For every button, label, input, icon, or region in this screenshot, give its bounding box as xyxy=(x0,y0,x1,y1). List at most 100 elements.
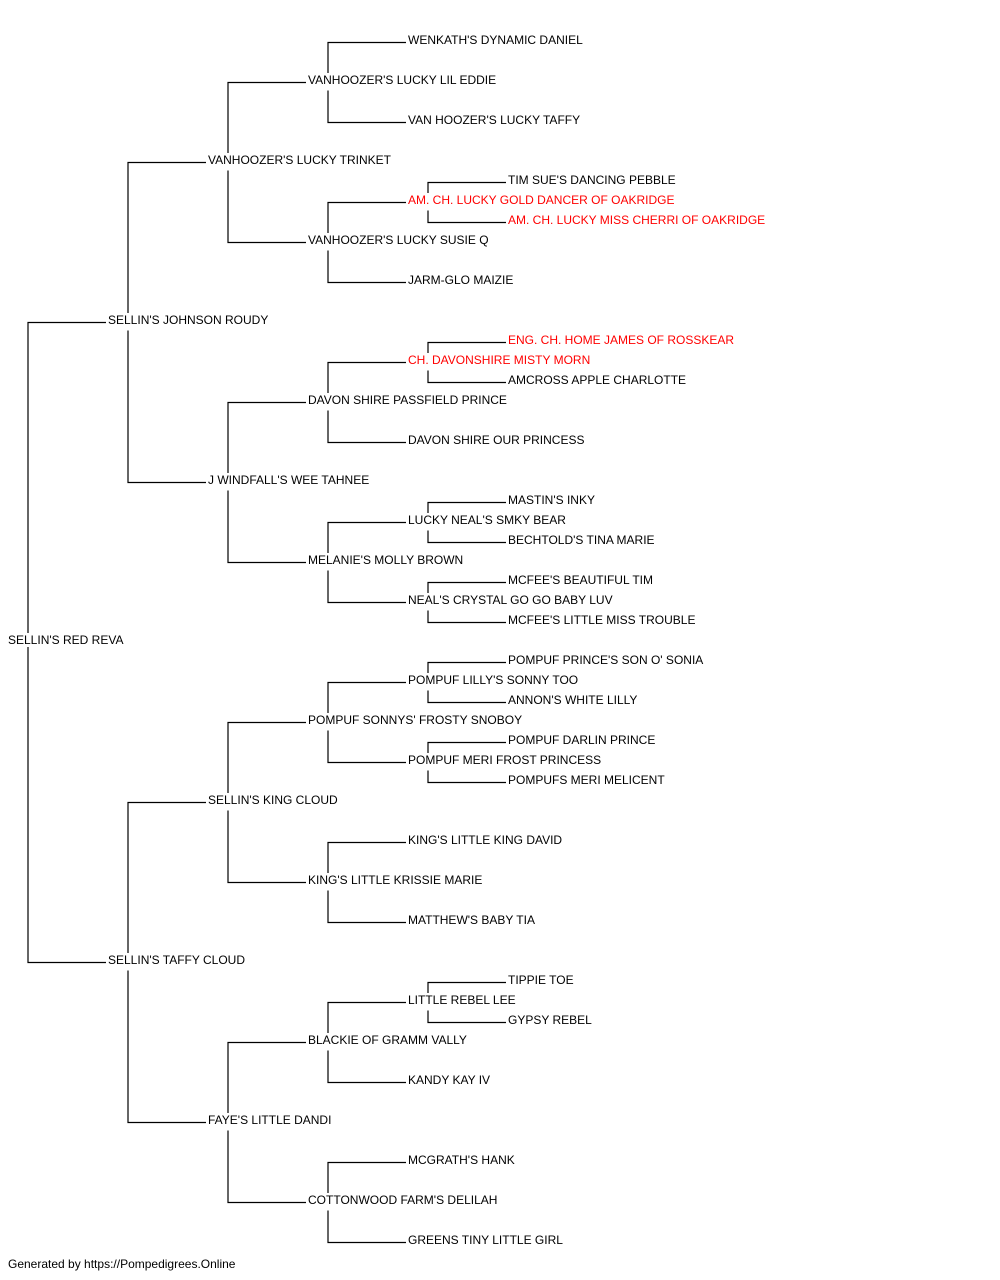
connector-line xyxy=(327,521,406,555)
champion-dog-name: AM. CH. LUCKY GOLD DANCER OF OAKRIDGE xyxy=(408,193,675,207)
dog-name: KANDY KAY IV xyxy=(408,1073,490,1087)
connector-line xyxy=(127,161,206,315)
dog-name: SELLIN'S KING CLOUD xyxy=(208,793,338,807)
label-backdrop xyxy=(406,433,587,447)
connector-line xyxy=(427,661,506,675)
label-backdrop xyxy=(406,33,586,47)
label-backdrop xyxy=(206,793,340,807)
label-backdrop xyxy=(306,873,485,887)
dog-name: VANHOOZER'S LUCKY SUSIE Q xyxy=(308,233,489,247)
label-backdrop xyxy=(206,473,372,487)
label-backdrop xyxy=(506,533,657,547)
dog-name: VANHOOZER'S LUCKY LIL EDDIE xyxy=(308,73,496,87)
dog-name: BLACKIE OF GRAMM VALLY xyxy=(308,1033,467,1047)
connector-line xyxy=(127,801,206,955)
connector-line xyxy=(427,610,506,624)
dog-name: GYPSY REBEL xyxy=(508,1013,592,1027)
connector-line xyxy=(27,321,106,643)
connector-line xyxy=(427,501,506,515)
connector-line xyxy=(427,581,506,595)
connector-line xyxy=(327,250,406,284)
dog-name: NEAL'S CRYSTAL GO GO BABY LUV xyxy=(408,593,613,607)
label-backdrop xyxy=(6,633,126,647)
connector-line xyxy=(427,770,506,784)
dog-name: AMCROSS APPLE CHARLOTTE xyxy=(508,373,686,387)
label-backdrop xyxy=(306,233,491,247)
label-backdrop xyxy=(306,393,509,407)
dog-name: MATTHEW'S BABY TIA xyxy=(408,913,535,927)
label-backdrop xyxy=(506,333,737,347)
connector-line xyxy=(227,810,306,884)
dog-name: MASTIN'S INKY xyxy=(508,493,595,507)
connector-line xyxy=(427,341,506,355)
dog-name: POMPUF LILLY'S SONNY TOO xyxy=(408,673,578,687)
connector-line xyxy=(427,1010,506,1024)
connector-line xyxy=(427,741,506,755)
dog-name: LITTLE REBEL LEE xyxy=(408,993,516,1007)
connector-line xyxy=(427,181,506,195)
label-backdrop xyxy=(406,353,593,367)
label-backdrop xyxy=(306,1033,469,1047)
connector-line xyxy=(327,681,406,715)
label-backdrop xyxy=(406,993,518,1007)
connector-line xyxy=(327,890,406,924)
dog-name: SELLIN'S JOHNSON ROUDY xyxy=(108,313,268,327)
label-backdrop xyxy=(306,553,466,567)
connector-line xyxy=(427,981,506,995)
connector-line xyxy=(227,490,306,564)
label-backdrop xyxy=(206,153,394,167)
champion-dog-name: AM. CH. LUCKY MISS CHERRI OF OAKRIDGE xyxy=(508,213,765,227)
label-backdrop xyxy=(506,173,678,187)
connector-line xyxy=(427,370,506,384)
label-backdrop xyxy=(506,213,768,227)
dog-name: MCFEE'S LITTLE MISS TROUBLE xyxy=(508,613,695,627)
dog-name: TIPPIE TOE xyxy=(508,973,574,987)
dog-name: SELLIN'S RED REVA xyxy=(8,633,123,647)
connector-line xyxy=(327,41,406,75)
connector-line xyxy=(227,1041,306,1115)
pedigree-labels: SELLIN'S RED REVA SELLIN'S JOHNSON ROUDY S… xyxy=(6,33,768,1247)
label-backdrop xyxy=(306,73,499,87)
dog-name: BECHTOLD'S TINA MARIE xyxy=(508,533,655,547)
label-backdrop xyxy=(506,1013,595,1027)
dog-name: VAN HOOZER'S LUCKY TAFFY xyxy=(408,113,580,127)
dog-name: MELANIE'S MOLLY BROWN xyxy=(308,553,463,567)
label-backdrop xyxy=(106,953,248,967)
dog-name: POMPUFS MERI MELICENT xyxy=(508,773,665,787)
label-backdrop xyxy=(406,833,565,847)
connector-line xyxy=(327,1001,406,1035)
label-backdrop xyxy=(506,973,576,987)
pedigree-connectors xyxy=(27,41,506,1244)
label-backdrop xyxy=(406,1233,566,1247)
dog-name: KING'S LITTLE KING DAVID xyxy=(408,833,562,847)
label-backdrop xyxy=(406,913,537,927)
label-backdrop xyxy=(506,373,689,387)
dog-name: POMPUF PRINCE'S SON O' SONIA xyxy=(508,653,703,667)
label-backdrop xyxy=(306,1193,500,1207)
connector-line xyxy=(227,170,306,244)
dog-name: FAYE'S LITTLE DANDI xyxy=(208,1113,331,1127)
dog-name: DAVON SHIRE OUR PRINCESS xyxy=(408,433,584,447)
label-backdrop xyxy=(506,493,597,507)
champion-dog-name: ENG. CH. HOME JAMES OF ROSSKEAR xyxy=(508,333,734,347)
label-backdrop xyxy=(406,513,569,527)
dog-name: POMPUF SONNYS' FROSTY SNOBOY xyxy=(308,713,522,727)
connector-line xyxy=(27,642,106,964)
connector-line xyxy=(427,530,506,544)
connector-line xyxy=(227,401,306,475)
dog-name: COTTONWOOD FARM'S DELILAH xyxy=(308,1193,497,1207)
dog-name: MCGRATH'S HANK xyxy=(408,1153,515,1167)
generated-by-footer: Generated by https://Pompedigrees.Online xyxy=(8,1257,236,1271)
dog-name: GREENS TINY LITTLE GIRL xyxy=(408,1233,563,1247)
dog-name: DAVON SHIRE PASSFIELD PRINCE xyxy=(308,393,507,407)
connector-line xyxy=(327,361,406,395)
connector-line xyxy=(127,330,206,484)
label-backdrop xyxy=(306,713,525,727)
champion-dog-name: CH. DAVONSHIRE MISTY MORN xyxy=(408,353,590,367)
label-backdrop xyxy=(206,1113,334,1127)
dog-name: J WINDFALL'S WEE TAHNEE xyxy=(208,473,369,487)
connector-line xyxy=(327,570,406,604)
connector-line xyxy=(327,730,406,764)
label-backdrop xyxy=(506,693,640,707)
dog-name: LUCKY NEAL'S SMKY BEAR xyxy=(408,513,566,527)
